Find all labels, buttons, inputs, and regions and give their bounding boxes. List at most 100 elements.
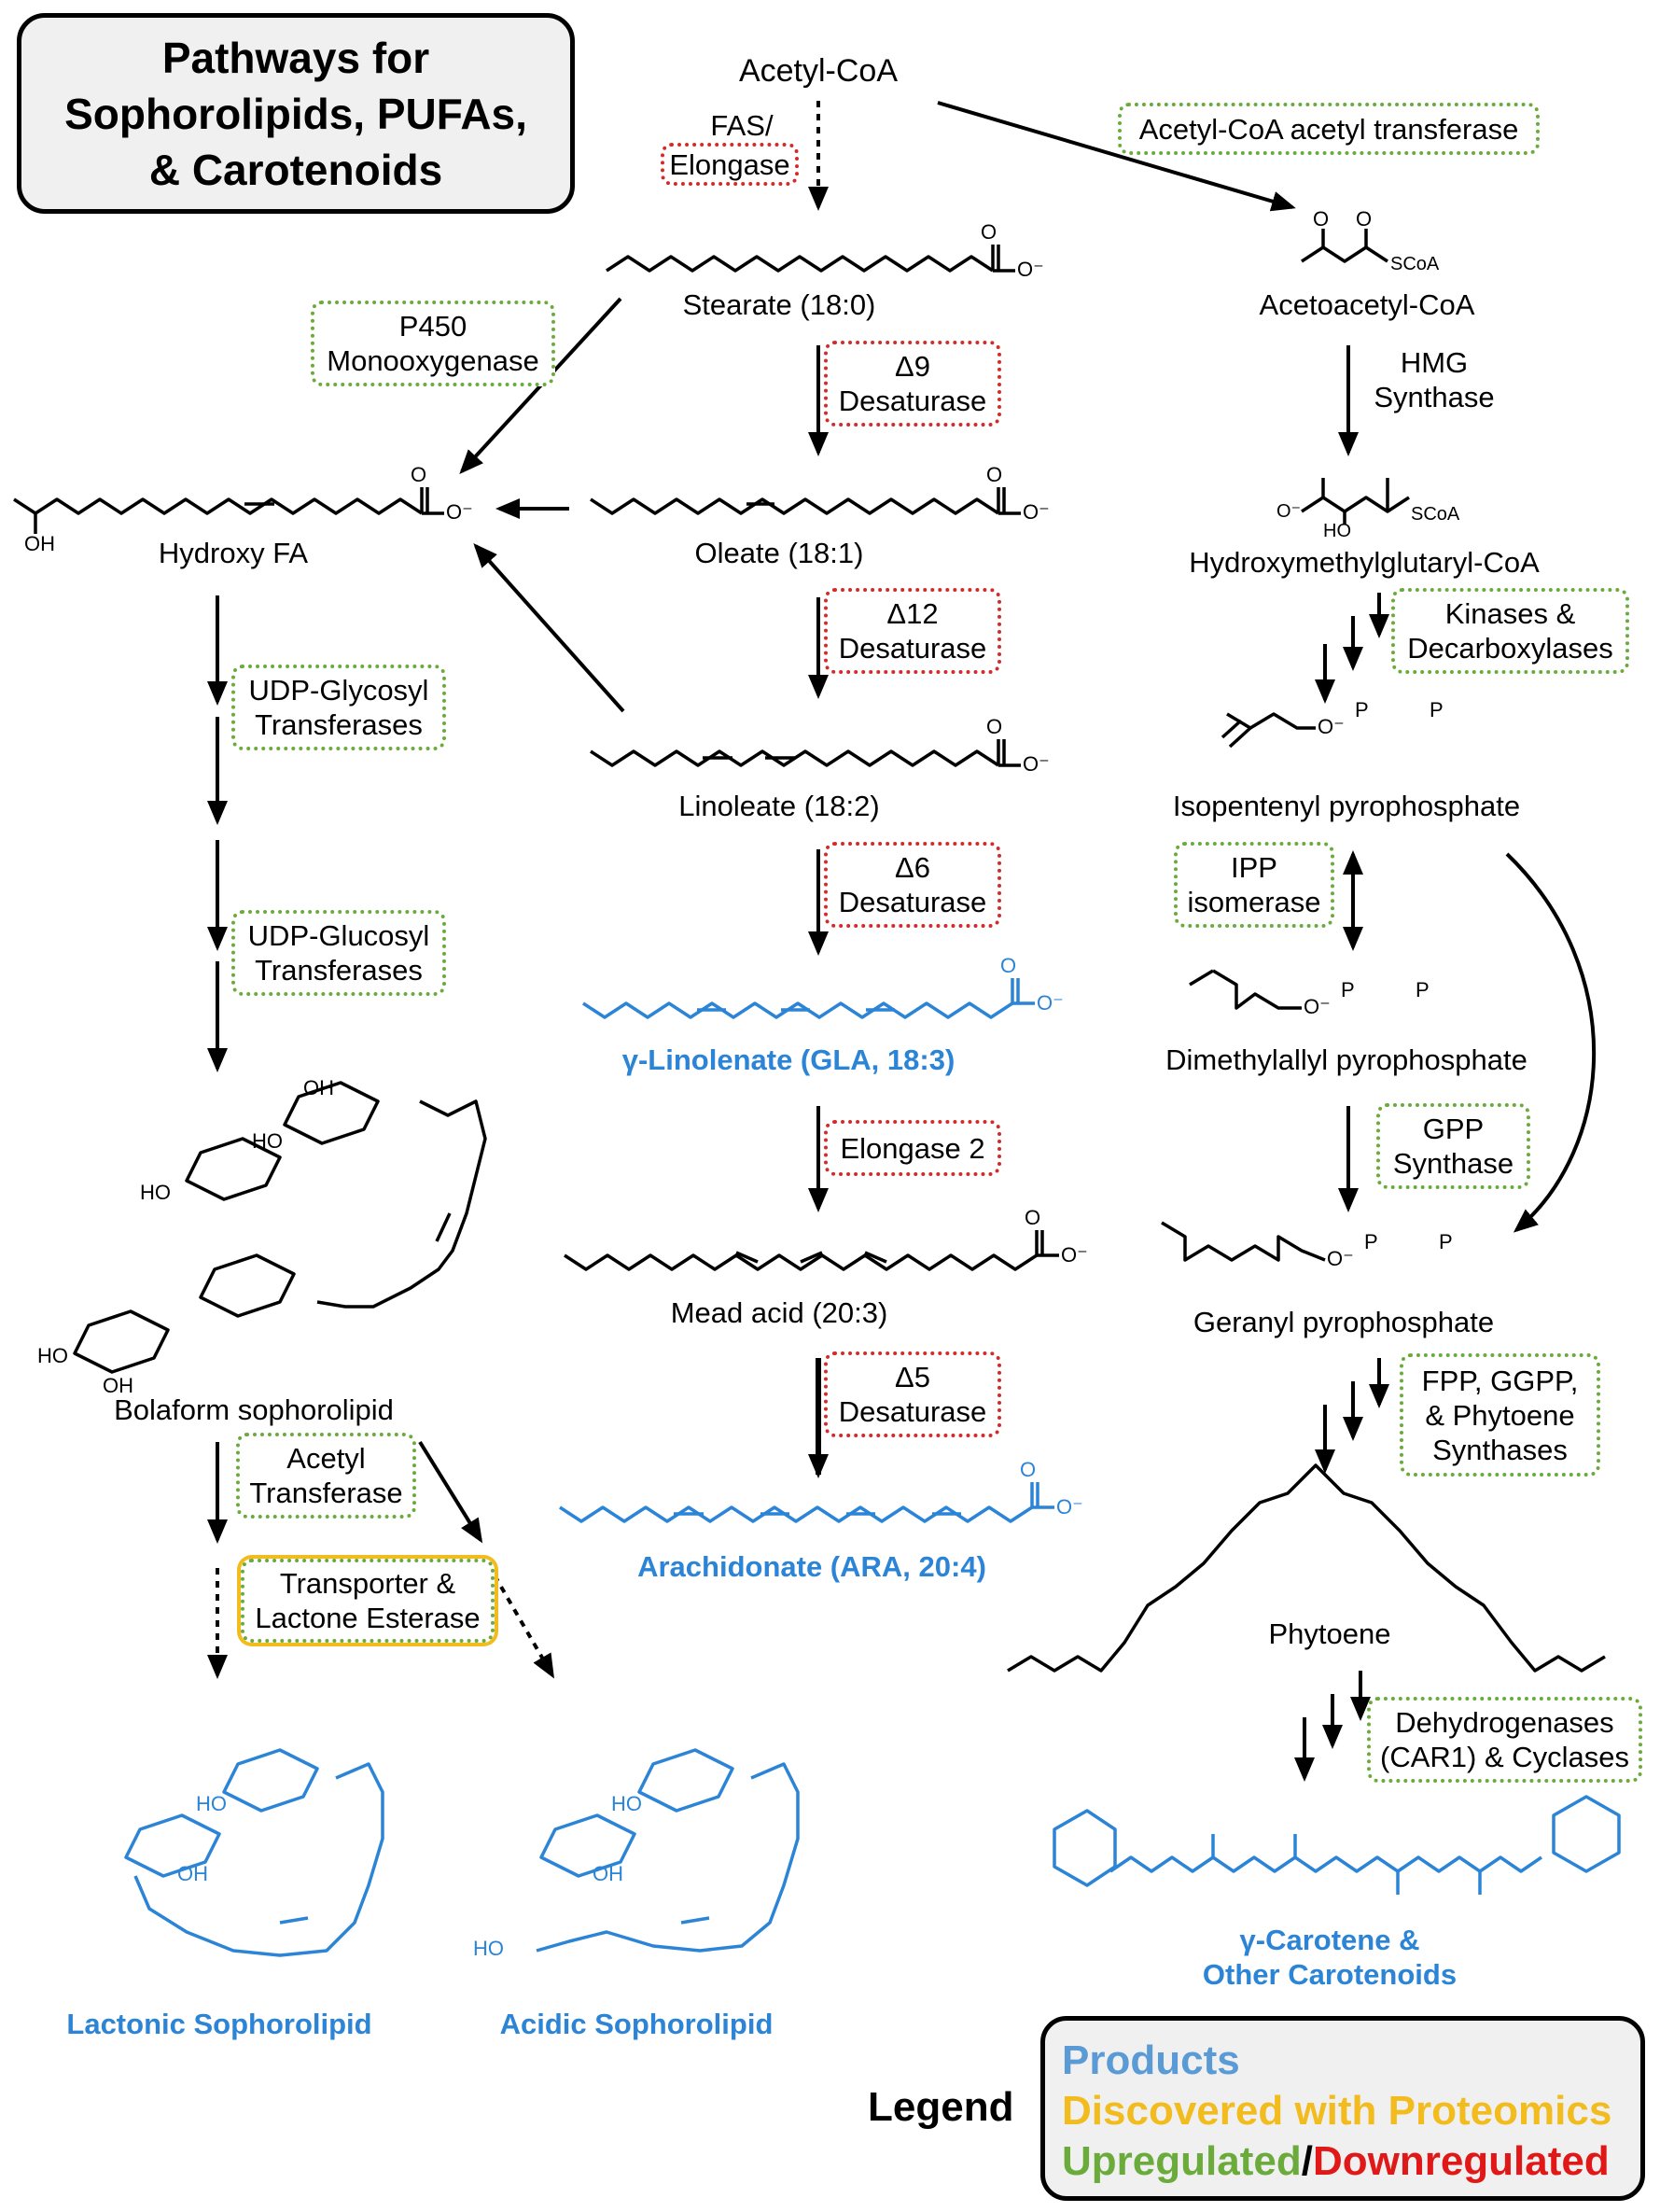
enzyme-p450-line2: Monooxygenase	[327, 344, 539, 377]
compound-hydroxy-fa: Hydroxy FA	[158, 537, 309, 569]
arrow-ipp-gpp-curve	[1505, 852, 1597, 1233]
enzyme-dehydrogenases-line2: (CAR1) & Cyclases	[1380, 1741, 1629, 1773]
acetoacetyl-o2-label: O	[1356, 207, 1373, 231]
acidic-oh-label: OH	[593, 1862, 623, 1885]
compound-ipp: Isopentenyl pyrophosphate	[1172, 790, 1521, 822]
acidic-sugar-1	[637, 1748, 734, 1813]
acetoacetyl-skeleton	[1301, 245, 1388, 263]
gpp-p2-label: P	[1439, 1230, 1453, 1253]
enzyme-d5-line2: Desaturase	[838, 1395, 987, 1428]
enzyme-fas-label: FAS/	[710, 109, 774, 142]
mead-chain	[564, 1253, 1038, 1271]
enzyme-hmg-synthase-line2: Synthase	[1374, 381, 1495, 413]
enzyme-fpp-ggpp-phytoene: FPP, GGPP, & Phytoene Synthases	[1400, 1353, 1600, 1477]
bolaform-oh-label: OH	[303, 1076, 334, 1099]
enzyme-acetyl-transferase-line1: Acetyl	[286, 1442, 366, 1475]
enzyme-elongase-label: Elongase	[669, 147, 790, 181]
enzyme-d12-line1: Δ12	[886, 597, 939, 630]
enzyme-elongase-2: Elongase 2	[824, 1120, 1001, 1176]
enzyme-gpp-synthase-line2: Synthase	[1392, 1147, 1514, 1180]
compound-dmapp: Dimethylallyl pyrophosphate	[1165, 1043, 1527, 1076]
compound-acetyl-coa: Acetyl-CoA	[738, 53, 899, 89]
hydroxyfa-ominus-label: O⁻	[446, 500, 473, 524]
enzyme-transporter-line2: Lactone Esterase	[255, 1602, 481, 1634]
compound-stearate: Stearate (18:0)	[682, 288, 876, 321]
enzyme-d5-line1: Δ5	[895, 1361, 930, 1393]
gpp-ominus-label: O⁻	[1327, 1247, 1354, 1270]
compound-hmg-coa: Hydroxymethylglutaryl-CoA	[1189, 546, 1540, 579]
hydroxyfa-chain	[13, 497, 423, 515]
enzyme-transporter-esterase: Transporter & Lactone Esterase	[241, 1559, 495, 1643]
enzyme-udp-glycosyl: UDP-Glycosyl Transferases	[231, 665, 446, 750]
enzyme-fpp-line1: FPP, GGPP,	[1421, 1364, 1579, 1397]
enzyme-ipp-isomerase-line1: IPP	[1231, 851, 1277, 884]
title-line-2: Sophorolipids, PUFAs,	[64, 89, 527, 138]
enzyme-acetyl-transferase-line2: Transferase	[249, 1477, 403, 1509]
compound-gla: γ-Linolenate (GLA, 18:3)	[621, 1043, 956, 1076]
enzyme-elongase-box: Elongase	[661, 143, 799, 186]
acidic-lipid-chain	[536, 1762, 800, 1953]
carotene-right-ring	[1552, 1795, 1621, 1873]
enzyme-d5-desaturase: Δ5 Desaturase	[824, 1351, 1001, 1437]
bolaform-ho2-label: HO	[140, 1181, 171, 1204]
enzyme-udp-glycosyl-line2: Transferases	[255, 708, 423, 741]
hmg-skeleton	[1301, 496, 1410, 513]
sophorolipid-structures	[73, 1081, 487, 1374]
gla-ominus-label: O⁻	[1037, 991, 1064, 1015]
compound-carotene-line2: Other Carotenoids	[1202, 1958, 1458, 1991]
product-structures	[559, 978, 1621, 1895]
title-box: Pathways for Sophorolipids, PUFAs, & Car…	[17, 13, 575, 214]
ipp-p1-label: P	[1355, 698, 1369, 721]
enzyme-hmg-synthase-line1: HMG	[1400, 346, 1469, 379]
oleate-o-label: O	[986, 463, 1003, 486]
legend-regulation: Upregulated/Downregulated	[1062, 2136, 1640, 2187]
oleate-chain	[590, 497, 999, 515]
enzyme-gpp-synthase-line1: GPP	[1422, 1113, 1485, 1145]
enzyme-p450: P450 Monooxygenase	[311, 301, 555, 386]
legend-products: Products	[1062, 2037, 1240, 2083]
hmg-ominus-label: O⁻	[1276, 501, 1302, 522]
bolaform-sugar-4	[73, 1309, 170, 1374]
legend-discovered: Discovered with Proteomics	[1062, 2088, 1612, 2134]
carotene-left-ring	[1053, 1809, 1117, 1887]
gpp-p1-label: P	[1364, 1230, 1378, 1253]
enzyme-udp-glucosyl-line2: Transferases	[255, 954, 423, 987]
lactonic-oh-label: OH	[177, 1862, 208, 1885]
arrow-bolaform-acetyl-right	[418, 1440, 483, 1544]
enzyme-acetyl-transferase: Acetyl Transferase	[236, 1433, 416, 1519]
lactonic-sugar-2	[124, 1813, 221, 1878]
stearate-o-label: O	[981, 220, 997, 244]
compound-acetoacetyl-coa: Acetoacetyl-CoA	[1259, 288, 1475, 321]
compound-mead-acid: Mead acid (20:3)	[670, 1296, 888, 1329]
stearate-chain	[606, 255, 994, 273]
enzyme-elongase-2-label: Elongase 2	[840, 1131, 985, 1165]
lactonic-sugar-1	[222, 1748, 319, 1813]
enzyme-transporter-line1: Transporter &	[279, 1567, 456, 1600]
dmapp-ominus-label: O⁻	[1304, 995, 1331, 1018]
acetoacetyl-o1-label: O	[1313, 207, 1330, 231]
compound-linoleate: Linoleate (18:2)	[678, 790, 880, 822]
bolaform-ho-label: HO	[252, 1129, 283, 1153]
enzyme-p450-line1: P450	[398, 310, 467, 343]
enzyme-gpp-synthase: GPP Synthase	[1376, 1103, 1530, 1189]
enzyme-d6-desaturase: Δ6 Desaturase	[824, 842, 1001, 928]
bolaform-sugar-2	[185, 1137, 282, 1201]
compound-carotene-line1: γ-Carotene &	[1239, 1924, 1420, 1956]
ara-chain	[559, 1505, 1033, 1523]
gla-o-label: O	[1000, 954, 1017, 977]
linoleate-o-label: O	[986, 715, 1003, 738]
enzyme-d6-line1: Δ6	[895, 851, 930, 884]
ipp-p2-label: P	[1430, 698, 1444, 721]
arrow-acetylcoa-acetoacetyl	[937, 101, 1296, 212]
enzyme-fpp-line2: & Phytoene	[1425, 1398, 1575, 1432]
hydroxyfa-o-label: O	[411, 463, 427, 486]
bolaform-sugar-3	[199, 1253, 296, 1318]
enzyme-acetyl-coa-acetyl-transferase-label: Acetyl-CoA acetyl transferase	[1138, 112, 1519, 146]
enzyme-ipp-isomerase: IPP isomerase	[1174, 842, 1334, 928]
mead-ominus-label: O⁻	[1061, 1243, 1088, 1267]
enzyme-d9-line1: Δ9	[895, 350, 930, 383]
enzyme-kinases-line1: Kinases &	[1444, 597, 1576, 630]
gpp-skeleton	[1161, 1221, 1326, 1262]
carotene-chain	[1109, 1855, 1542, 1873]
